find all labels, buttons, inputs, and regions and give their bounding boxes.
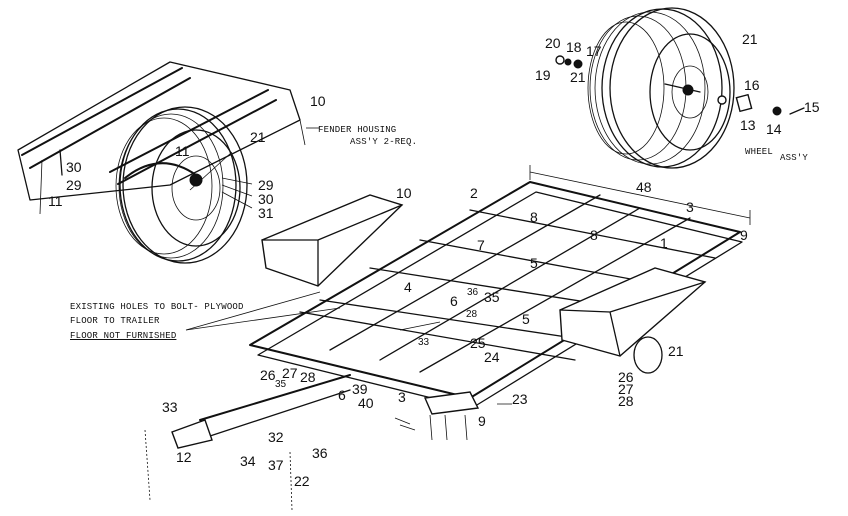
callout-30a: 30 (66, 159, 82, 175)
callout-36b: 36 (312, 445, 328, 461)
callout-7: 7 (477, 237, 485, 253)
callout-30b: 30 (258, 191, 274, 207)
callout-4: 4 (404, 279, 412, 295)
callout-48: 48 (636, 179, 652, 195)
callout-8b: 8 (590, 227, 598, 243)
callout-11a: 11 (175, 143, 190, 159)
callout-19: 19 (535, 67, 551, 83)
callout-1: 1 (660, 235, 668, 251)
callout-22: 22 (294, 473, 310, 489)
callout-2: 2 (470, 185, 478, 201)
callout-16: 16 (744, 77, 760, 93)
callout-26b: 26 (618, 369, 634, 385)
wheel-assy-label-2: ASS'Y (780, 153, 809, 163)
callout-32: 32 (268, 429, 284, 445)
callout-29a: 29 (66, 177, 82, 193)
callout-18: 18 (566, 39, 582, 55)
callout-29b: 29 (258, 177, 274, 193)
callout-9a: 9 (740, 227, 748, 243)
callout-35a: 35 (484, 289, 500, 305)
callout-27b: 27 (618, 381, 634, 397)
callout-11b: 11 (48, 193, 63, 209)
callout-28c: 28 (618, 393, 634, 409)
callout-5b: 5 (522, 311, 530, 327)
callout-39: 39 (352, 381, 368, 397)
callout-31: 31 (258, 205, 274, 221)
callout-3: 3 (686, 199, 694, 215)
callout-21d: 21 (668, 343, 684, 359)
wheel-assembly (555, 7, 805, 169)
callout-33a: 33 (418, 337, 430, 348)
callout-21c: 21 (742, 31, 758, 47)
callout-37: 37 (268, 457, 284, 473)
callout-33b: 33 (162, 399, 178, 415)
note-line-2: FLOOR TO TRAILER (70, 316, 160, 326)
callout-12: 12 (176, 449, 192, 465)
note-line-3: FLOOR NOT FURNISHED (70, 331, 177, 341)
callout-6b: 6 (338, 387, 346, 403)
callout-34: 34 (240, 453, 256, 469)
fender-housing-label-1: FENDER HOUSING (318, 125, 397, 135)
callout-10b: 10 (396, 185, 412, 201)
callout-5a: 5 (530, 255, 538, 271)
note-line-1: EXISTING HOLES TO BOLT- PLYWOOD (70, 302, 244, 312)
wheel-assy-label-1: WHEEL (745, 147, 774, 157)
callout-21b: 21 (570, 69, 586, 85)
callout-35b: 35 (275, 379, 287, 390)
callout-10a: 10 (310, 93, 326, 109)
callout-17: 17 (586, 43, 602, 59)
callout-28b: 28 (300, 369, 316, 385)
trailer-frame (144, 165, 751, 511)
callout-27a: 27 (282, 365, 298, 381)
fender-inset (17, 61, 306, 264)
callout-3b: 3 (398, 389, 406, 405)
callout-40: 40 (358, 395, 374, 411)
fender-housing-label-2: ASS'Y 2-REQ. (350, 137, 418, 147)
callout-28a: 28 (466, 309, 478, 320)
callout-13: 13 (740, 117, 756, 133)
callout-15: 15 (804, 99, 820, 115)
callout-21a: 21 (250, 129, 266, 145)
callout-14: 14 (766, 121, 782, 137)
callout-24: 24 (484, 349, 500, 365)
callout-23: 23 (512, 391, 528, 407)
callout-25: 25 (470, 335, 486, 351)
callout-20: 20 (545, 35, 561, 51)
callout-6a: 6 (450, 293, 458, 309)
callout-36a: 36 (467, 287, 479, 298)
callout-26a: 26 (260, 367, 276, 383)
callout-8a: 8 (530, 209, 538, 225)
leader-lines (185, 127, 441, 331)
callout-9b: 9 (478, 413, 486, 429)
